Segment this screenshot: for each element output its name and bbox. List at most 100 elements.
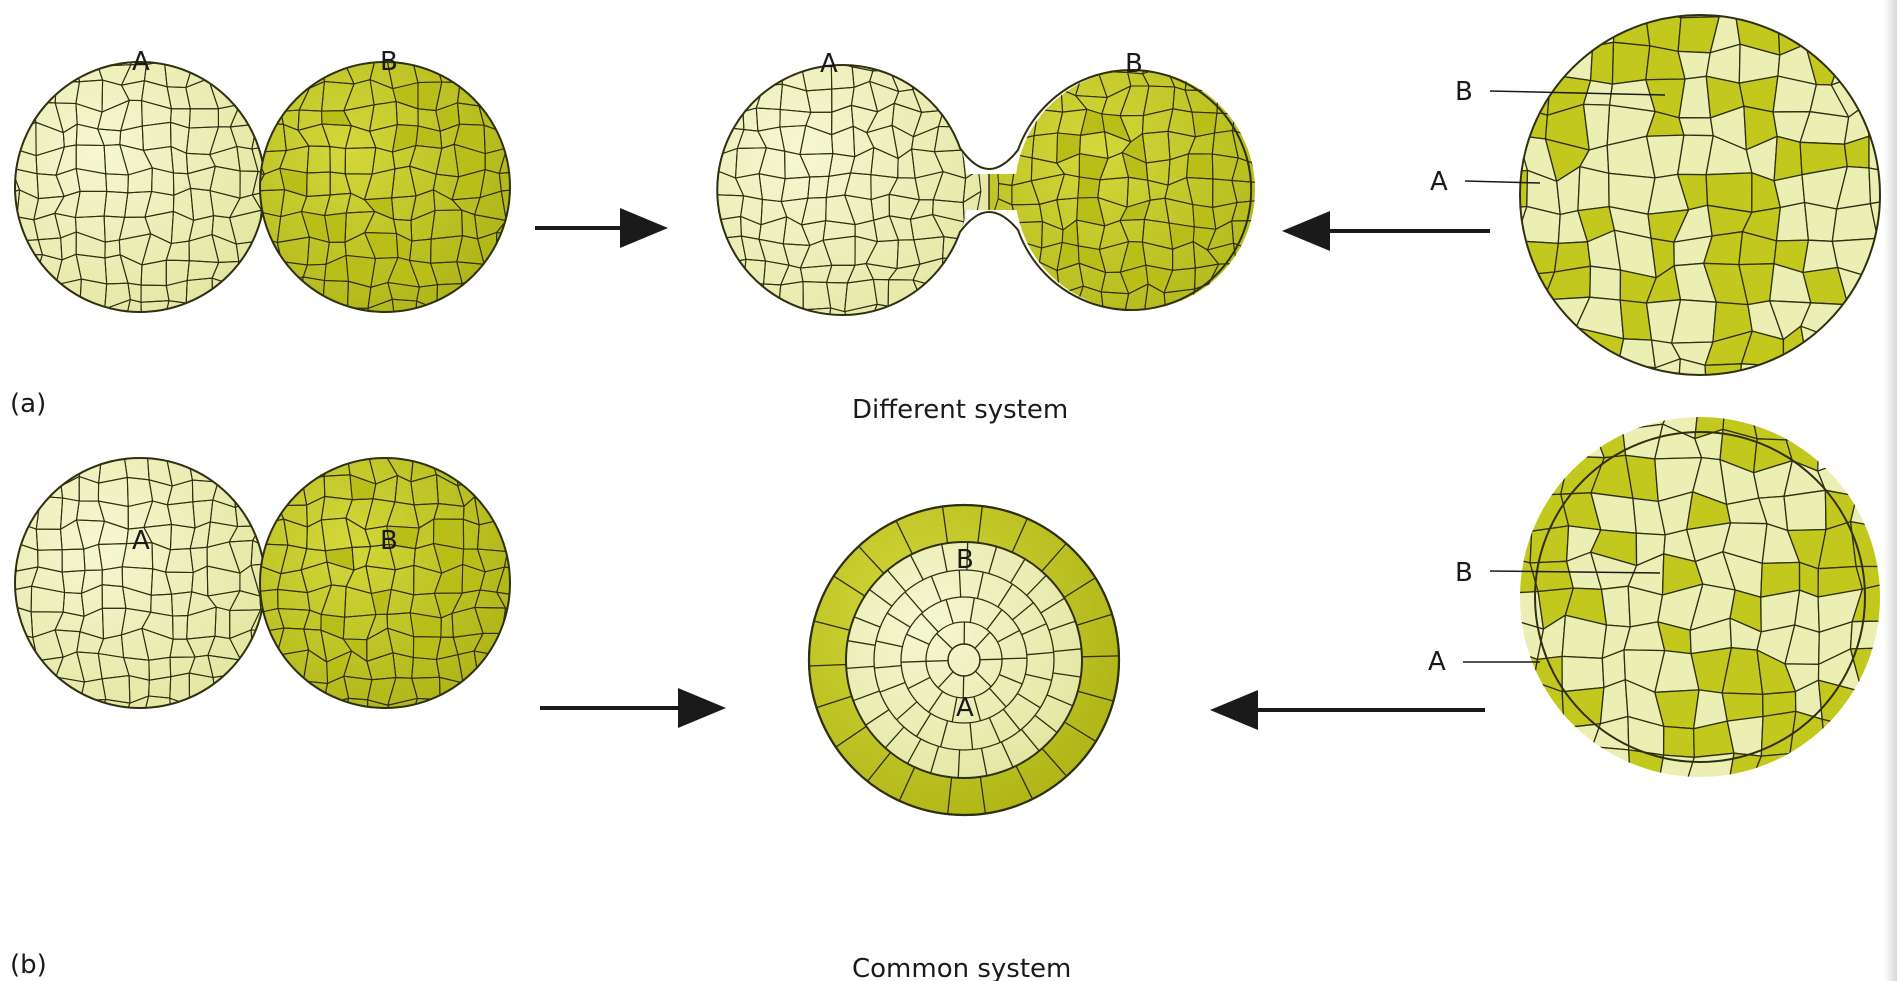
cell (208, 67, 230, 81)
cell (1612, 42, 1649, 84)
cell (33, 677, 58, 700)
cell (1252, 160, 1283, 183)
cell (1832, 204, 1877, 242)
cell (0, 607, 17, 636)
cell (1629, 750, 1664, 785)
cell (1552, 8, 1593, 46)
label-right-a: A (1428, 647, 1446, 677)
cell (238, 656, 260, 682)
cell (146, 35, 173, 64)
cell (1805, 203, 1837, 242)
cell (76, 41, 103, 66)
panel-label-a: (a) (10, 389, 46, 419)
cell (888, 301, 922, 333)
cell (870, 49, 897, 71)
cell (961, 239, 984, 262)
cell (122, 321, 148, 347)
cell (1252, 138, 1281, 163)
cell (1486, 107, 1524, 146)
cell (34, 281, 61, 307)
aggregate-b-dark (236, 433, 529, 728)
panel-b: A B B A B A (b) Common system (0, 393, 1894, 981)
cell-boundary (1002, 658, 1027, 659)
cell (1056, 51, 1085, 71)
cell (79, 699, 106, 724)
cell (1104, 312, 1127, 336)
cell (992, 138, 1016, 155)
cell (147, 433, 174, 456)
cell (1562, 656, 1604, 691)
cell (0, 524, 20, 543)
cell (1782, 366, 1807, 401)
cell (368, 433, 394, 459)
cell (436, 308, 461, 331)
cell (0, 564, 16, 590)
aggregate-a-light (0, 35, 284, 346)
cell (1774, 175, 1805, 208)
cell (1076, 308, 1108, 337)
cell (1678, 359, 1707, 397)
cell (1804, 7, 1847, 44)
cell (458, 453, 483, 486)
cell (1777, 203, 1809, 241)
label-middle-a: A (820, 49, 838, 79)
cell (1011, 262, 1040, 294)
cell (0, 133, 20, 150)
cell (1098, 48, 1128, 72)
cell (344, 37, 375, 62)
cell (1562, 688, 1604, 728)
cell-boundary (901, 661, 926, 662)
cell (1578, 167, 1609, 211)
aggregate-mixed (1497, 393, 1894, 789)
cell (1736, 0, 1780, 16)
cell (1252, 221, 1281, 251)
cell (695, 195, 717, 220)
cell (0, 585, 17, 615)
cell (1583, 7, 1616, 46)
cell-boundary (980, 659, 1002, 660)
panel-label-b: (b) (10, 950, 47, 980)
cell-pattern (1497, 393, 1894, 789)
page-edge-shadow (1883, 0, 1897, 981)
label-right-b: B (1455, 558, 1473, 588)
cell (1614, 7, 1650, 46)
cell (1751, 404, 1796, 440)
label-left-b: B (380, 526, 398, 556)
cell (963, 127, 985, 153)
cell (1716, 0, 1748, 17)
cell (1831, 40, 1880, 85)
cell (1517, 73, 1551, 115)
cell (1166, 308, 1195, 340)
cell (502, 498, 527, 524)
cell (460, 67, 481, 82)
cell (255, 84, 281, 111)
cell (432, 700, 465, 722)
cell (779, 309, 812, 334)
cell (1784, 490, 1826, 530)
cell (17, 479, 41, 500)
cell (1592, 747, 1630, 785)
cell (1774, 136, 1802, 180)
cell (1125, 312, 1146, 332)
cell-boundary (926, 661, 948, 662)
cell (956, 106, 985, 134)
cell (1801, 326, 1844, 366)
cell (1602, 586, 1631, 627)
cell (1166, 53, 1194, 74)
cell (1187, 154, 1213, 179)
label-middle-b: B (1125, 49, 1143, 79)
cell (943, 258, 962, 288)
cell (258, 655, 287, 676)
cell (1705, 364, 1741, 407)
cell-boundary (1082, 656, 1119, 657)
cell (1078, 177, 1100, 198)
cell (1033, 288, 1060, 315)
cell (1640, 0, 1681, 18)
cell (237, 261, 258, 286)
cell (720, 87, 743, 113)
cell (164, 35, 193, 63)
cell (890, 38, 918, 71)
cell (347, 434, 372, 453)
cell (16, 655, 38, 683)
